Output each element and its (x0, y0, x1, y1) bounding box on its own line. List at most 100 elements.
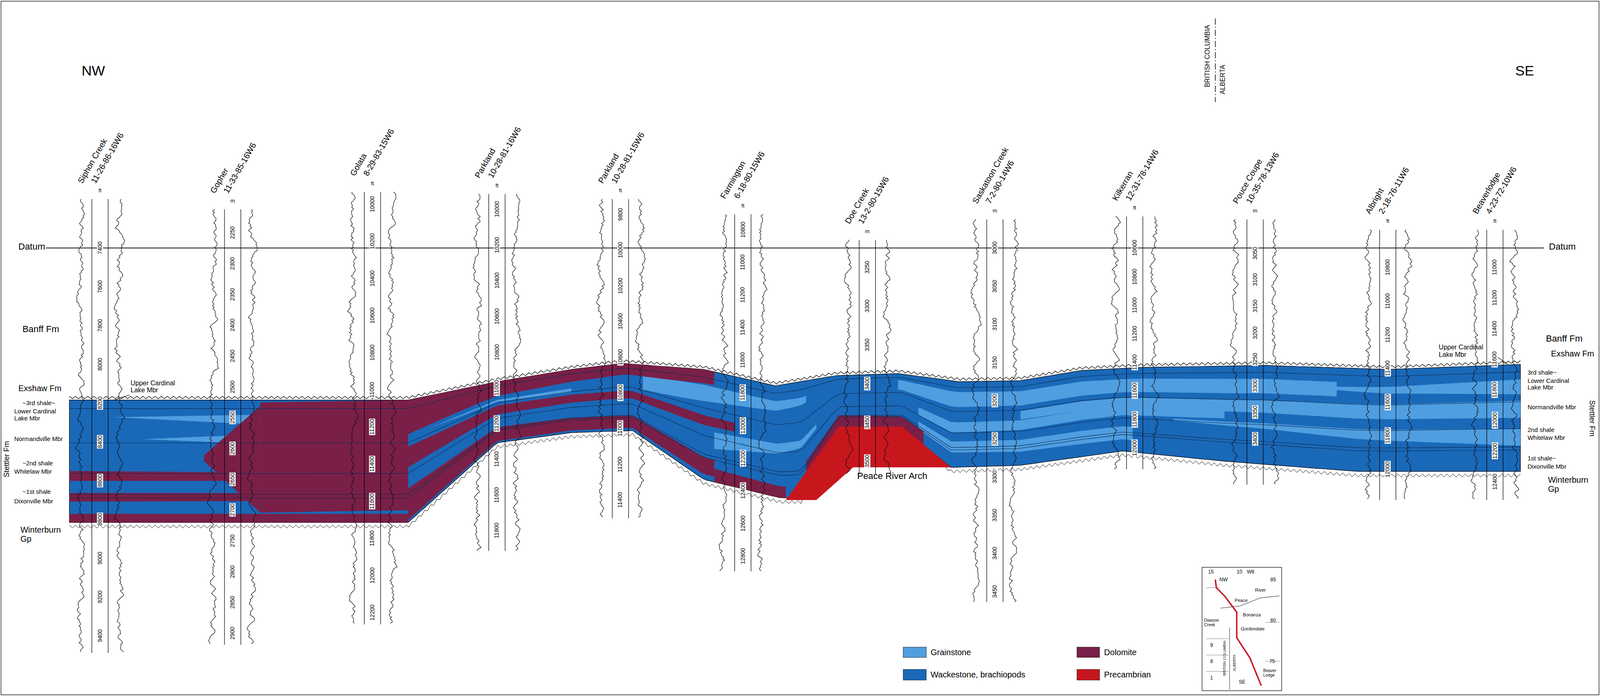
label-text: Winterburn Gp (1548, 475, 1594, 494)
label-text: Dixonville Mbr (14, 498, 68, 506)
label-text: Whitelaw Mbr (1527, 434, 1581, 442)
label-text: Lower Cardinal Lake Mbr (14, 408, 68, 422)
depth-number: 11200 (739, 286, 746, 304)
depth-number: 12000 (1131, 439, 1138, 457)
depth-number: 3250 (1252, 352, 1259, 367)
depth-number: 2700 (229, 503, 236, 517)
log-curve (1009, 219, 1019, 603)
label-text: Gordondale (1240, 626, 1265, 632)
depth-number: 3350 (864, 337, 871, 352)
depth-number: 3250 (991, 432, 998, 446)
label-text: BRITISH COLUMBIA (1203, 24, 1211, 88)
depth-number: 10600 (617, 348, 624, 366)
legend-swatch (1076, 669, 1100, 681)
label-text: Lower Cardinal Lake Mbr (1527, 377, 1581, 392)
depth-number: 12200 (1491, 442, 1499, 460)
depth-number: 2300 (229, 256, 236, 271)
depth-number: 8400 (96, 434, 104, 449)
depth-number: 11000 (493, 379, 500, 397)
depth-track (858, 239, 860, 475)
depth-number: 11000 (1384, 293, 1391, 310)
grainstone-layer (112, 414, 261, 425)
depth-unit: m (864, 228, 870, 235)
legend-text: Precambrian (1103, 670, 1151, 680)
depth-unit: ft (1386, 218, 1390, 225)
label-text: W6 (1246, 569, 1255, 575)
label-text: Beaver Lodge (1263, 668, 1281, 678)
depth-number: 12000 (1491, 411, 1499, 429)
depth-number: 10800 (369, 344, 376, 362)
log-curve (596, 199, 606, 518)
depth-track (1486, 229, 1487, 501)
log-curve (1271, 219, 1280, 485)
depth-number: 11200 (493, 415, 500, 432)
depth-number: 12400 (1491, 473, 1499, 491)
wackestone-layer (69, 363, 1521, 523)
depth-number: 11400 (369, 456, 376, 473)
depth-number: 2650 (229, 472, 236, 487)
label-text: 10 (1236, 569, 1243, 575)
depth-number: 2350 (229, 287, 236, 302)
label-text: Stettler Fm (2, 441, 12, 478)
depth-number: 12200 (369, 604, 376, 622)
depth-number: 10400 (617, 313, 624, 331)
depth-number: 11000 (369, 381, 376, 399)
depth-number: 12000 (369, 567, 376, 584)
label-text: Datum (1548, 241, 1576, 252)
label-text: Upper Cardinal Lake Mbr (1438, 343, 1495, 359)
depth-number: 12200 (739, 449, 746, 467)
leader-line (114, 394, 130, 400)
label-text: River (1254, 587, 1266, 593)
label-text: Winterburn Gp (20, 525, 67, 544)
depth-number: 10400 (493, 272, 500, 290)
legend-text: Grainstone (930, 647, 972, 658)
depth-number: 10600 (369, 307, 376, 324)
depth-number: 3300 (864, 299, 871, 313)
map-frame (1202, 567, 1282, 691)
label-text: ALBERTA (1232, 654, 1237, 672)
label-text: 85 (1270, 577, 1276, 583)
depth-track (875, 239, 876, 475)
log-curve (114, 199, 126, 653)
depth-track (1126, 216, 1127, 470)
log-curve (247, 209, 258, 644)
depth-number: 2750 (229, 534, 236, 548)
member-boundary (69, 415, 1521, 495)
depth-number: 3450 (864, 415, 871, 430)
depth-unit: ft (98, 187, 102, 194)
label-text: 8 (1210, 659, 1213, 665)
map-grid (1206, 588, 1280, 672)
depth-number: 10600 (493, 307, 500, 325)
depth-track (750, 214, 752, 572)
label-text: NW (81, 63, 106, 79)
depth-number: 9000 (96, 551, 104, 565)
depth-number: 10200 (493, 236, 500, 254)
log-curve (971, 219, 982, 603)
depth-unit: m (992, 207, 998, 214)
depth-number: 10200 (369, 232, 376, 250)
log-curve (347, 191, 358, 624)
log-curve (1403, 229, 1413, 500)
depth-number: 3100 (1252, 272, 1259, 287)
depth-number: 11600 (1131, 382, 1138, 400)
section-line (1215, 579, 1262, 686)
depth-number: 7600 (96, 279, 104, 294)
log-curve (387, 191, 398, 624)
depth-number: 3400 (991, 546, 998, 561)
label-text: Dawson Creek (1204, 618, 1230, 628)
province-border (1214, 18, 1216, 103)
depth-unit: m (230, 198, 235, 204)
label-text: Stettler Fm (1587, 400, 1596, 437)
depth-number: 10800 (617, 384, 624, 402)
label-text: 9 (1210, 642, 1213, 649)
label-text: Whitelaw Mbr (14, 468, 68, 476)
depth-unit: m (1252, 207, 1258, 214)
log-curve (1470, 229, 1479, 500)
legend-swatch (1076, 647, 1100, 659)
depth-number: 11600 (369, 493, 376, 510)
label-text: SE (1238, 679, 1246, 686)
map-border (1229, 627, 1230, 691)
depth-number: 3400 (1252, 432, 1259, 446)
depth-track (380, 191, 381, 625)
